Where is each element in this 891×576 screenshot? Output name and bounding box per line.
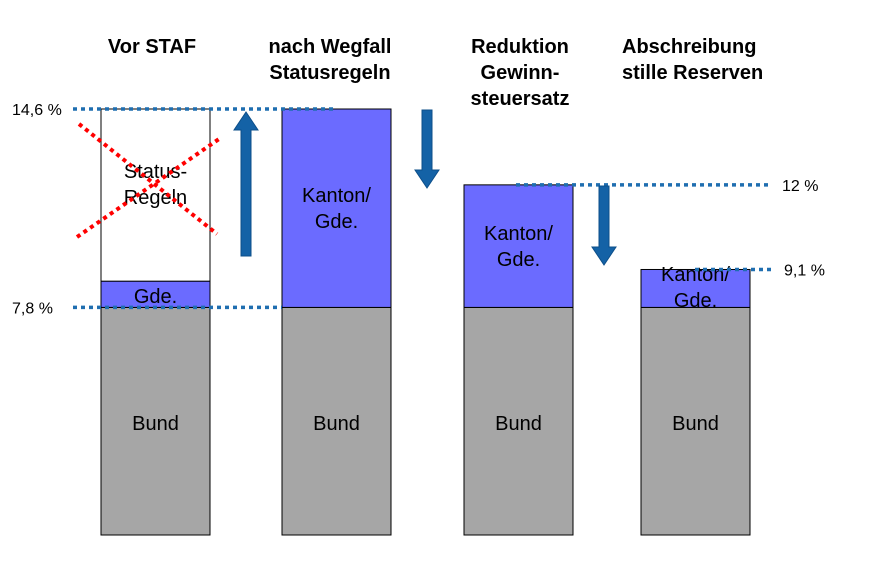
bar-segment-label: Bund [495,413,542,435]
reference-label: 9,1 % [784,262,825,279]
bar-segment-kanton [100,280,211,308]
bar-segment-bund [281,306,392,536]
bar-segment-label: Status-Regeln [124,161,187,209]
bar-segment-kanton [281,108,392,308]
reference-label: 7,8 % [12,300,53,317]
bar-segment-label: Bund [672,413,719,435]
cross-line [77,122,219,236]
bar-segment-label: Kanton/Gde. [484,223,553,271]
arrow-down-icon [414,109,440,189]
reference-label: 14,6 % [12,102,62,119]
arrow-up-icon [233,111,259,257]
bar-segment-status [100,108,211,282]
arrow-down-icon [591,185,617,266]
reference-label: 12 % [782,178,818,195]
arrow-down-icon [591,185,617,266]
arrow-up-icon [233,111,259,257]
arrow-down-icon [414,109,440,189]
category-label: Vor STAF [108,36,196,58]
bar-segment-bund [100,306,211,536]
bar-segment-kanton [463,184,574,308]
bar-segment-label: Bund [313,413,360,435]
bar-segment-kanton [640,268,751,308]
bar-segment-bund [463,306,574,536]
bar-segment-label: Kanton/Gde. [302,185,371,233]
bar-segment-label: Bund [132,413,179,435]
